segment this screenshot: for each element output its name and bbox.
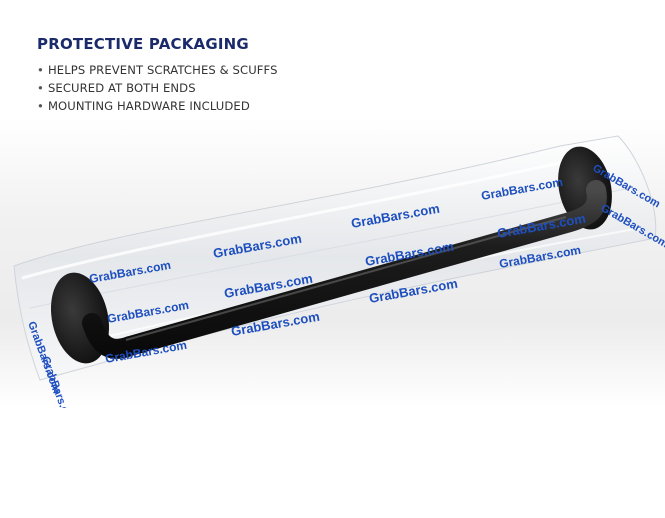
feature-text: SECURED AT BOTH ENDS xyxy=(47,81,196,95)
feature-text: MOUNTING HARDWARE INCLUDED xyxy=(47,99,250,113)
bar-tube xyxy=(82,180,607,359)
feature-list: •HELPS PREVENT SCRATCHES & SCUFFS •SECUR… xyxy=(37,61,278,115)
product-photo: GrabBars.com GrabBars.com GrabBars.com G… xyxy=(0,118,665,408)
packaged-grab-bar-image: GrabBars.com GrabBars.com GrabBars.com G… xyxy=(0,118,665,408)
feature-item: •MOUNTING HARDWARE INCLUDED xyxy=(37,97,278,115)
bullet-icon: • xyxy=(37,63,44,77)
feature-item: •HELPS PREVENT SCRATCHES & SCUFFS xyxy=(37,61,278,79)
bullet-icon: • xyxy=(37,81,44,95)
bullet-icon: • xyxy=(37,99,44,113)
feature-text: HELPS PREVENT SCRATCHES & SCUFFS xyxy=(47,63,278,77)
grab-bar xyxy=(50,146,612,364)
feature-item: •SECURED AT BOTH ENDS xyxy=(37,79,278,97)
page-title: PROTECTIVE PACKAGING xyxy=(37,35,249,53)
